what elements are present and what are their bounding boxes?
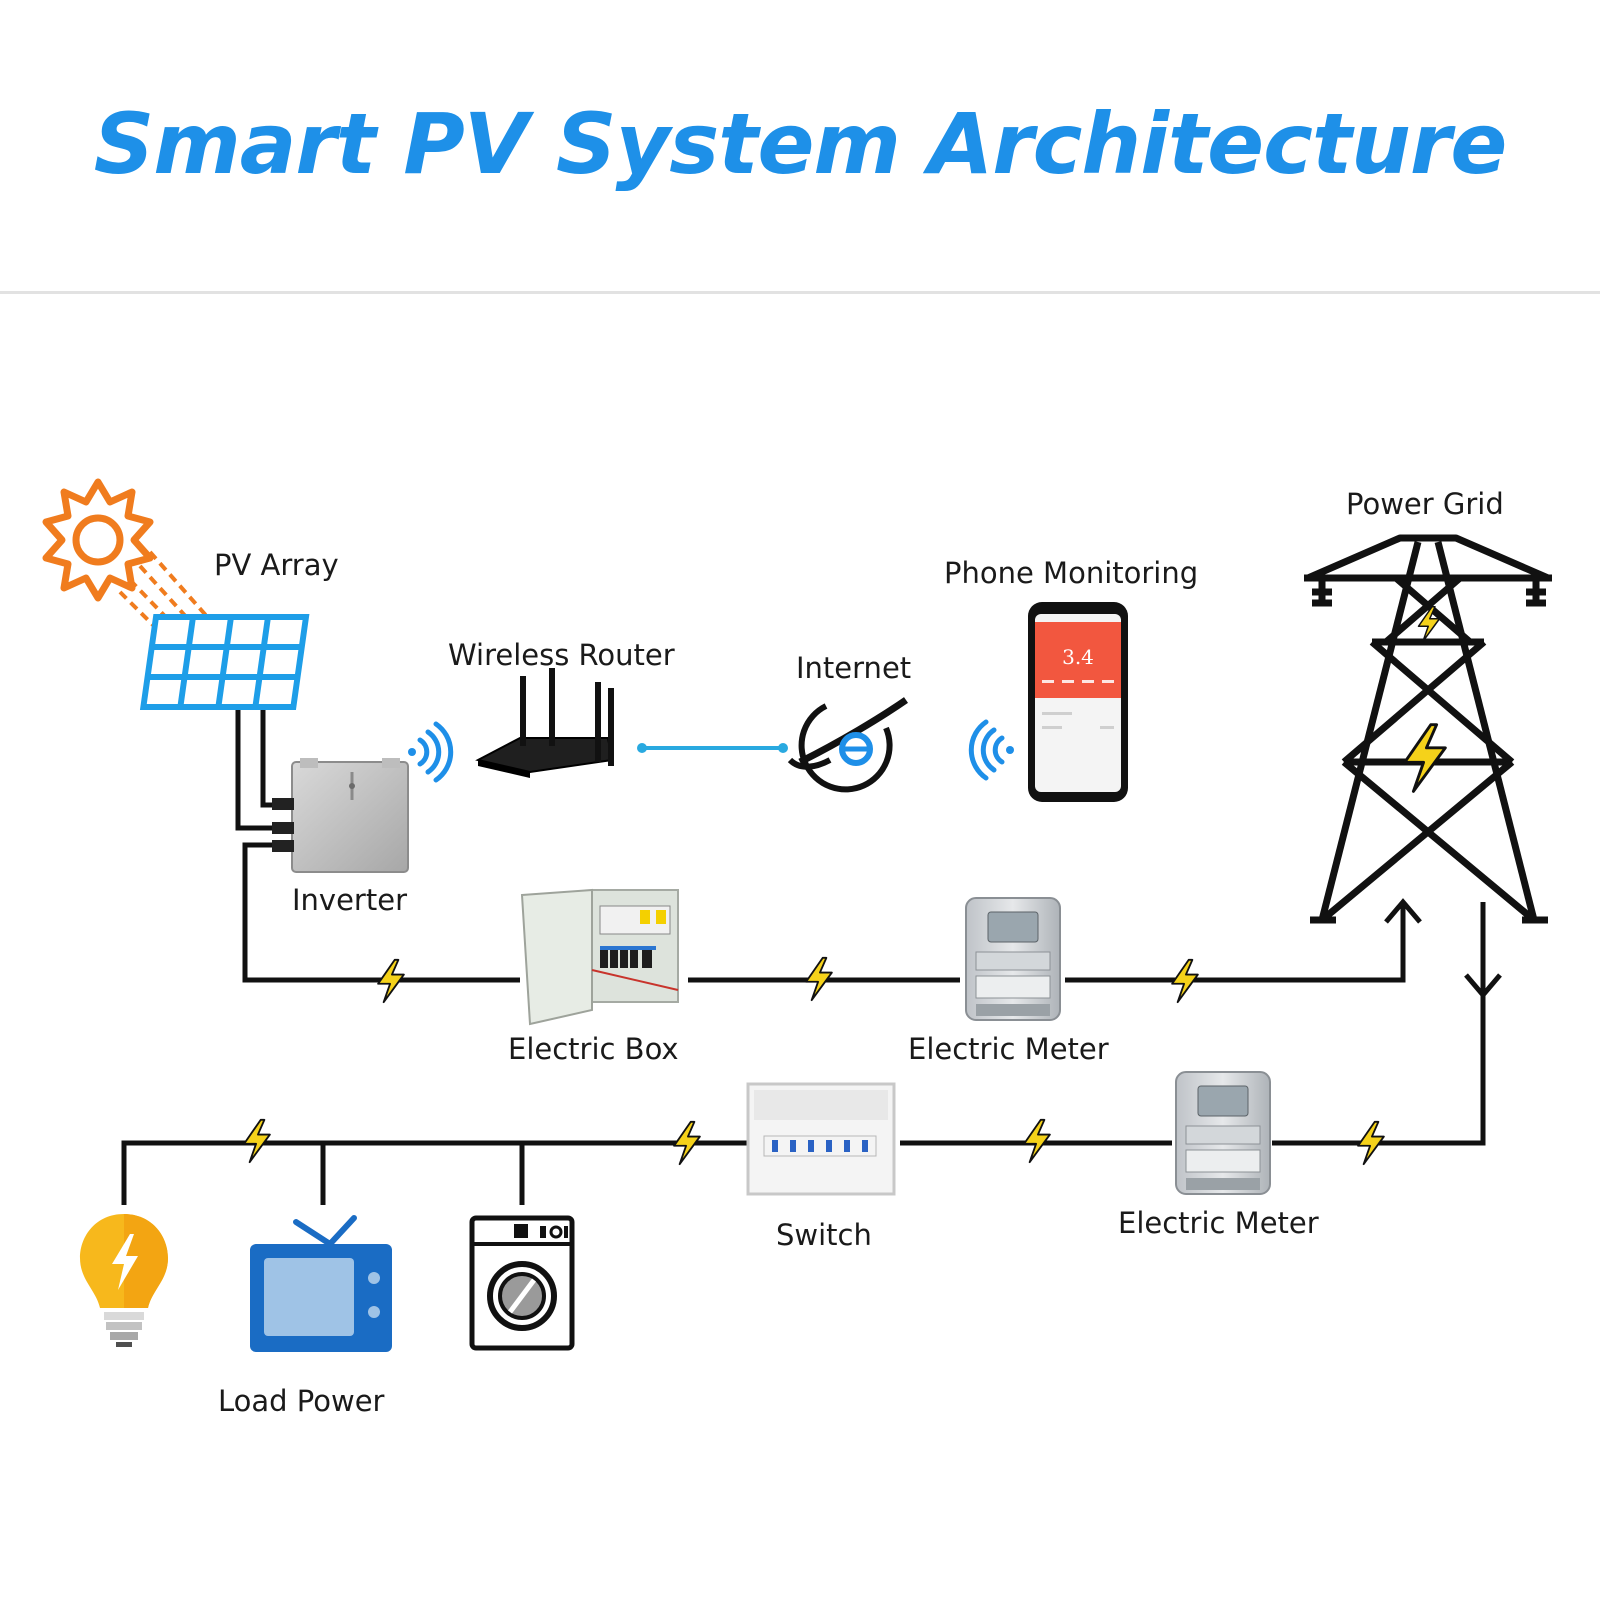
phone-monitoring-label: Phone Monitoring [944, 556, 1199, 590]
switch-panel-icon [746, 1082, 896, 1196]
power-tower-icon [1304, 534, 1552, 924]
electric-meter-label: Electric Meter [1118, 1206, 1319, 1240]
internet-globe-icon [787, 697, 908, 793]
wifi-signal-icon [408, 721, 454, 783]
router-icon [475, 668, 614, 778]
solar-panel-icon [139, 614, 310, 710]
page-title: Smart PV System Architecture [93, 95, 1508, 193]
electric-box-label: Electric Box [508, 1032, 679, 1066]
internet-label: Internet [796, 651, 912, 685]
wireless-router-label: Wireless Router [448, 638, 675, 672]
wifi-signal-icon [968, 719, 1014, 781]
switch-label: Switch [776, 1218, 872, 1252]
inverter-icon [272, 758, 409, 873]
washing-machine-icon [469, 1215, 575, 1351]
lightning-bolt-icon [673, 1120, 701, 1166]
lightning-bolt-icon [377, 958, 405, 1004]
electric-meter-icon [965, 897, 1061, 1021]
lightning-bolt-icon [243, 1118, 271, 1164]
load-power-label: Load Power [218, 1384, 385, 1418]
electric-meter-icon [1175, 1071, 1271, 1195]
phone-screen-value: 3.4 [1062, 645, 1094, 669]
tv-icon [250, 1215, 392, 1352]
lightning-bolt-icon [1357, 1120, 1385, 1166]
lightning-bolt-icon [1171, 958, 1199, 1004]
electric-box-icon [520, 888, 679, 1026]
power-grid-label: Power Grid [1346, 487, 1504, 521]
inverter-label: Inverter [292, 883, 407, 917]
lightning-bolt-icon [805, 956, 833, 1002]
pv-array-label: PV Array [214, 548, 339, 582]
lightning-bolt-icon [1402, 722, 1448, 794]
lightning-bolt-icon [1023, 1118, 1051, 1164]
title-divider [0, 291, 1600, 294]
network-link [637, 743, 788, 753]
electric-meter-label: Electric Meter [908, 1032, 1109, 1066]
light-bulb-icon [80, 1214, 168, 1347]
smartphone-icon: 3.4 [1028, 602, 1128, 802]
